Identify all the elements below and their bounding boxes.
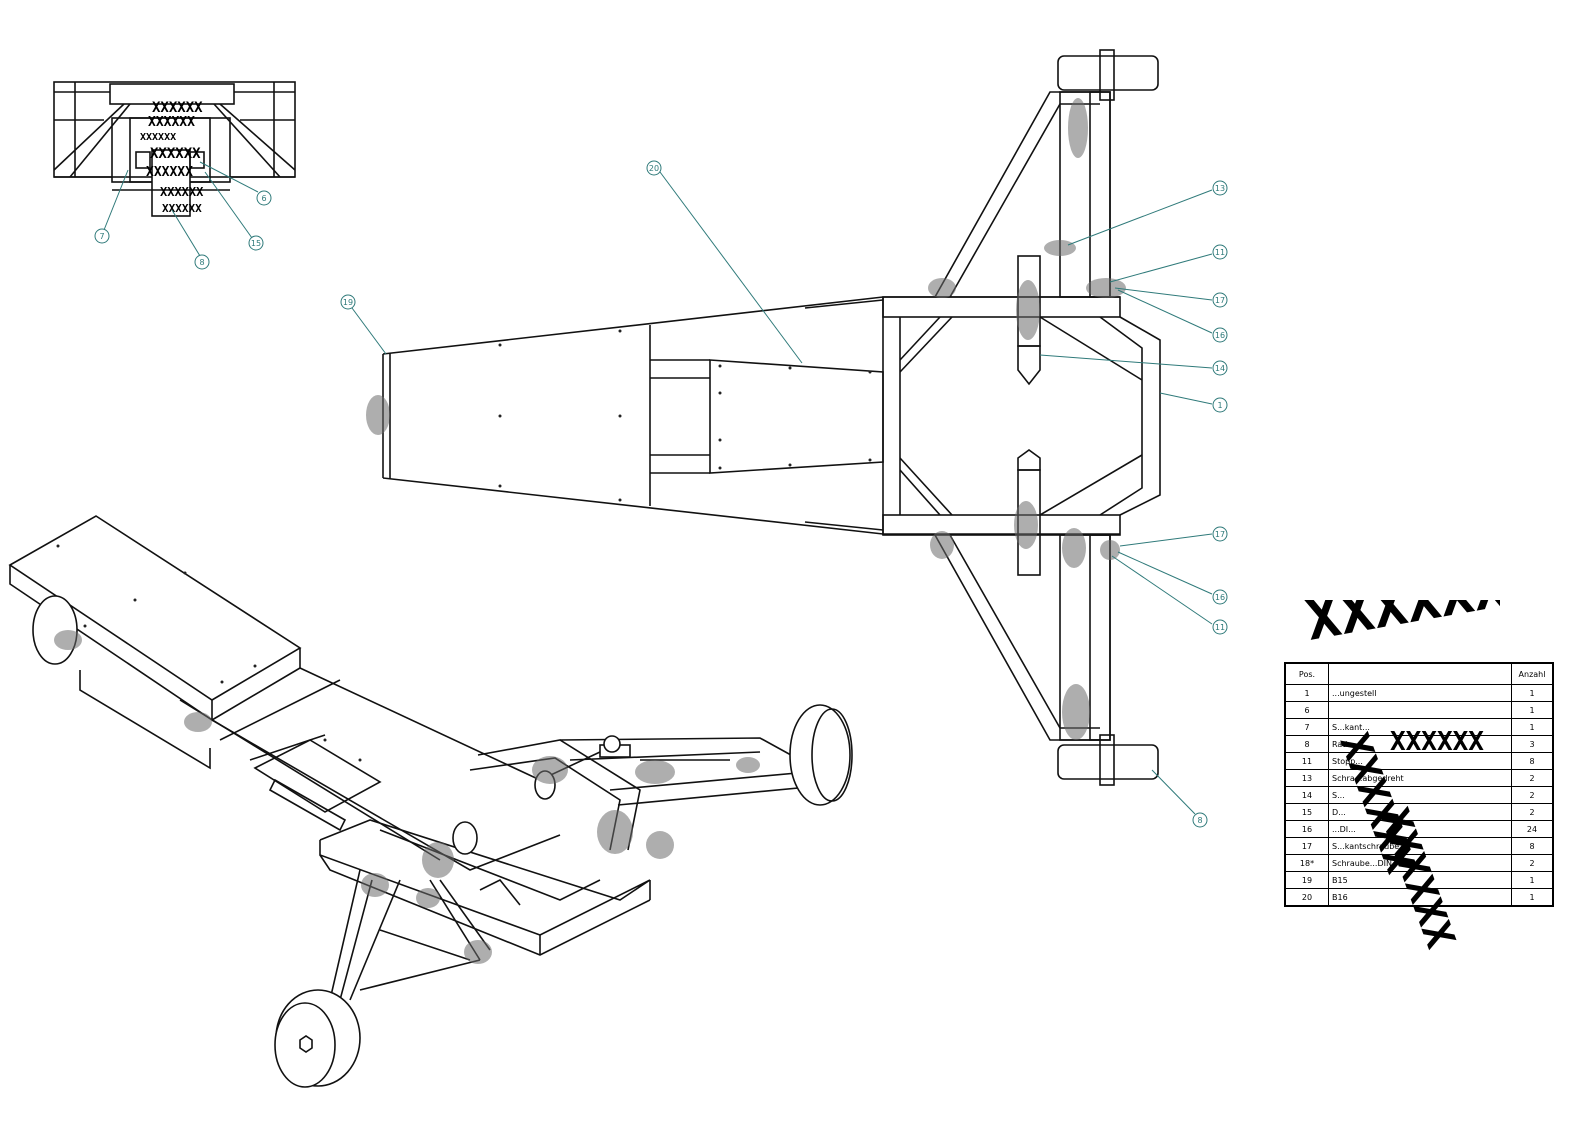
part-description: S...kant... (1328, 718, 1512, 736)
callout-19: 19 (343, 298, 353, 307)
part-description: ...ungestell (1328, 684, 1512, 702)
part-position: 7 (1284, 718, 1329, 736)
part-position: 14 (1284, 786, 1329, 804)
part-position: 13 (1284, 769, 1329, 787)
callout-11: 11 (1215, 248, 1225, 257)
callout-14: 14 (1215, 364, 1225, 373)
part-quantity: 3 (1511, 735, 1554, 753)
part-description: S...kantschraube (1328, 837, 1512, 855)
callout-1: 1 (1217, 401, 1222, 410)
part-position: 20 (1284, 888, 1329, 907)
part-position: 15 (1284, 803, 1329, 821)
part-description: S... (1328, 786, 1512, 804)
front-view-callouts: 6 7 8 15 (94, 161, 272, 270)
callout-20: 20 (649, 164, 659, 173)
part-quantity: 1 (1511, 718, 1554, 736)
callout-16: 16 (1215, 331, 1225, 340)
part-quantity: 2 (1511, 854, 1554, 872)
part-position: 6 (1284, 701, 1329, 719)
part-position: 11 (1284, 752, 1329, 770)
parts-list-row: 16...DI...24 (1284, 820, 1554, 838)
callout-8: 8 (1197, 816, 1202, 825)
header-pos: Pos. (1284, 662, 1329, 685)
top-view (366, 49, 1161, 786)
part-description: D... (1328, 803, 1512, 821)
part-quantity: 1 (1511, 871, 1554, 889)
callout-17: 17 (1215, 296, 1225, 305)
part-quantity: 2 (1511, 769, 1554, 787)
redaction-mark: XXXXXX (146, 165, 193, 180)
isometric-view (8, 515, 853, 1088)
part-quantity: 1 (1511, 684, 1554, 702)
callout-17: 17 (1215, 530, 1225, 539)
part-quantity: 24 (1511, 820, 1554, 838)
part-description: Schra...abgedreht (1328, 769, 1512, 787)
redaction-mark: XXXXXX (150, 146, 201, 162)
part-description: B16 (1328, 888, 1512, 907)
callout-8: 8 (199, 258, 204, 267)
top-view-callouts: 20 19 13 11 17 16 14 1 17 16 11 8 (340, 160, 1228, 828)
part-quantity: 1 (1511, 888, 1554, 907)
part-quantity: 8 (1511, 837, 1554, 855)
callout-7: 7 (99, 232, 104, 241)
part-quantity: 2 (1511, 803, 1554, 821)
part-position: 18* (1284, 854, 1329, 872)
part-description: Rad (1328, 735, 1512, 753)
part-position: 19 (1284, 871, 1329, 889)
callout-16: 16 (1215, 593, 1225, 602)
redaction-mark: XXXXXX (140, 132, 176, 143)
redaction-mark: XXXXXX (148, 115, 195, 130)
part-description: Stopp... (1328, 752, 1512, 770)
callout-15: 15 (251, 239, 261, 248)
part-description: ...DI... (1328, 820, 1512, 838)
part-quantity: 2 (1511, 786, 1554, 804)
part-position: 16 (1284, 820, 1329, 838)
redaction-mark: XXXXXX (152, 100, 203, 116)
callout-6: 6 (261, 194, 266, 203)
part-position: 17 (1284, 837, 1329, 855)
part-position: 8 (1284, 735, 1329, 753)
part-description: Schraube...DIN (1328, 854, 1512, 872)
redaction-mark: XXXXXX (160, 185, 204, 199)
part-position: 1 (1284, 684, 1329, 702)
redaction-mark: XXXXXX (162, 202, 202, 215)
part-quantity: 1 (1511, 701, 1554, 719)
part-description (1328, 701, 1512, 719)
parts-list-header: Pos. Anzahl (1284, 662, 1554, 685)
header-quantity: Anzahl (1511, 662, 1554, 685)
part-quantity: 8 (1511, 752, 1554, 770)
callout-11: 11 (1215, 623, 1225, 632)
header-description (1328, 662, 1512, 685)
callout-13: 13 (1215, 184, 1225, 193)
part-description: B15 (1328, 871, 1512, 889)
front-view: XXXXXX XXXXXX XXXXXX XXXXXX XXXXXX XXXXX… (53, 81, 296, 217)
